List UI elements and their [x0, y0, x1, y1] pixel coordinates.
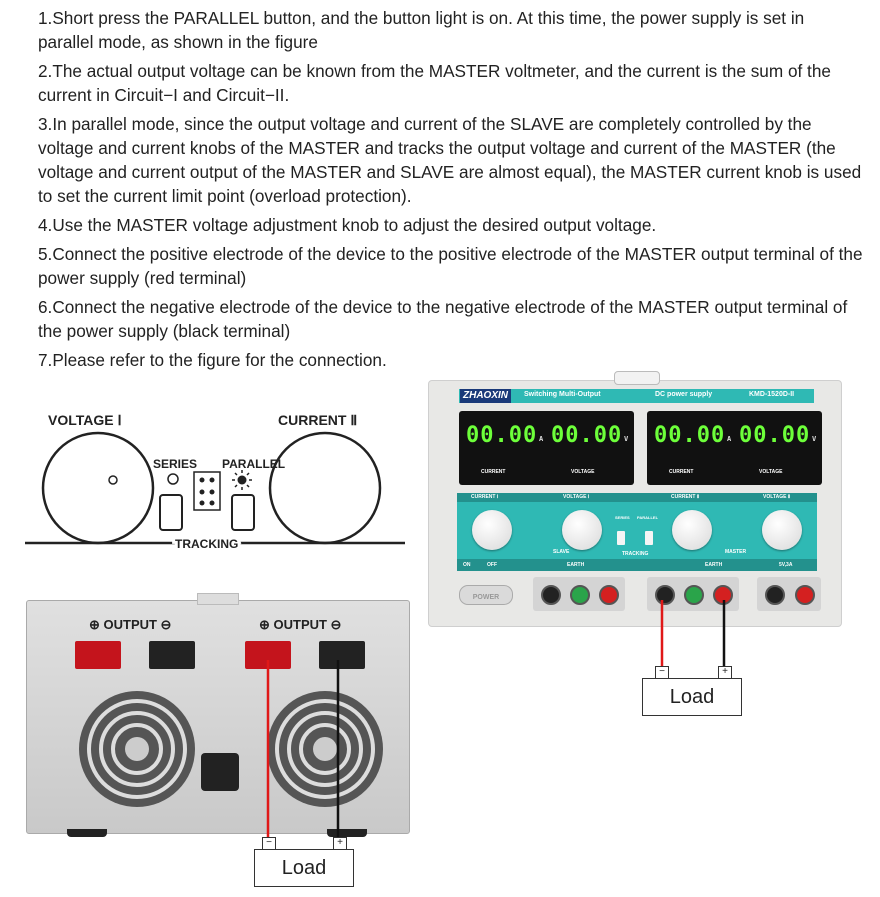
master-current-knob[interactable]: [672, 510, 712, 550]
diagram-current-label: CURRENT Ⅱ: [278, 412, 357, 428]
current-knob-drawing: [268, 431, 382, 545]
diagram-voltage-label: VOLTAGE Ⅰ: [48, 412, 122, 428]
terminal-green-1[interactable]: [570, 585, 590, 605]
unit-a-left: A: [539, 435, 545, 443]
terminal-black-3[interactable]: [765, 585, 785, 605]
terminal-red-1[interactable]: [599, 585, 619, 605]
header-strip: [459, 389, 814, 403]
instruction-7: 7.Please refer to the figure for the con…: [38, 350, 387, 370]
rear-terminal-black-2[interactable]: [319, 641, 365, 669]
fan-right: [267, 691, 383, 807]
control-area: CURRENT Ⅰ VOLTAGE Ⅰ CURRENT Ⅱ VOLTAGE Ⅱ …: [457, 493, 817, 571]
instructions: 1.Short press the PARALLEL button, and t…: [38, 6, 864, 377]
terminal-green-2[interactable]: [684, 585, 704, 605]
fan-left: [79, 691, 195, 807]
instruction-6: 6.Connect the negative electrode of the …: [38, 297, 848, 341]
master-voltage-knob[interactable]: [762, 510, 802, 550]
current-caption-right: CURRENT: [669, 469, 694, 475]
rear-terminal-red-1[interactable]: [75, 641, 121, 669]
instruction-2: 2.The actual output voltage can be known…: [38, 61, 831, 105]
product-name: DC power supply: [655, 391, 713, 398]
series-small-label: SERIES: [615, 515, 630, 520]
slave-label: SLAVE: [553, 549, 570, 555]
model-number: KMD-1520D-II: [749, 391, 795, 398]
rear-terminal-black-1[interactable]: [149, 641, 195, 669]
on-label: ON: [463, 562, 471, 568]
off-label: OFF: [487, 562, 497, 568]
diagram-series-label: SERIES: [153, 457, 197, 471]
brand-logo: ZHAOXIN: [460, 389, 511, 403]
voltage-knob-drawing: [41, 431, 155, 545]
slave-voltage-knob[interactable]: [562, 510, 602, 550]
tracking-indicator-icon: [193, 471, 221, 511]
section-voltage-1: VOLTAGE Ⅰ: [563, 494, 590, 500]
rear-wires: [266, 660, 340, 843]
power-button[interactable]: POWER: [459, 585, 513, 605]
terminal-red-3[interactable]: [795, 585, 815, 605]
power-button-label: POWER: [472, 594, 500, 601]
parallel-button-drawing: [231, 494, 255, 531]
display-left-current: 00.00: [466, 423, 538, 448]
instruction-4: 4.Use the MASTER voltage adjustment knob…: [38, 215, 657, 235]
terminal-black-2[interactable]: [655, 585, 675, 605]
current-caption-left: CURRENT: [481, 469, 506, 475]
load-box-front: Load: [642, 678, 742, 716]
unit-v-left: V: [624, 435, 630, 443]
section-voltage-2: VOLTAGE Ⅱ: [763, 494, 791, 500]
tracking-small-label: TRACKING: [622, 551, 649, 557]
rear-panel: ⊕ OUTPUT ⊖ ⊕ OUTPUT ⊖: [26, 593, 410, 837]
rear-handle: [197, 593, 239, 605]
brand-subtitle: Switching Multi-Output: [524, 391, 601, 398]
parallel-button[interactable]: [645, 531, 653, 545]
earth-label-1: EARTH: [567, 562, 585, 568]
diagram-tracking-label: TRACKING: [175, 537, 238, 551]
master-label: MASTER: [725, 549, 747, 555]
unit-v-right: V: [812, 435, 818, 443]
parallel-light-icon: [232, 470, 252, 490]
series-indicator: [167, 473, 179, 485]
instruction-1: 1.Short press the PARALLEL button, and t…: [38, 8, 805, 52]
terminal-black-1[interactable]: [541, 585, 561, 605]
mode-diagram: VOLTAGE Ⅰ CURRENT Ⅱ SERIES PARALLEL TRAC…: [25, 412, 405, 554]
load-box-rear: Load: [254, 849, 354, 887]
rear-output-label-1: ⊕ OUTPUT ⊖: [89, 617, 172, 632]
instruction-3: 3.In parallel mode, since the output vol…: [38, 114, 862, 206]
rear-output-label-2: ⊕ OUTPUT ⊖: [259, 617, 342, 632]
earth-label-2: EARTH: [705, 562, 723, 568]
voltage-caption-left: VOLTAGE: [571, 469, 595, 475]
front-panel: ZHAOXIN Switching Multi-Output DC power …: [428, 371, 842, 627]
power-inlet-icon: [201, 753, 239, 791]
top-handle: [614, 371, 660, 385]
voltage-caption-right: VOLTAGE: [759, 469, 783, 475]
diagram-parallel-label: PARALLEL: [222, 457, 285, 471]
display-left: 00.00 A 00.00 V CURRENT VOLTAGE: [459, 411, 634, 485]
display-right-voltage: 00.00: [739, 423, 811, 448]
voltage-knob-dot: [108, 475, 118, 485]
display-right-current: 00.00: [654, 423, 726, 448]
fixed-output-label: 5V,3A: [779, 562, 793, 568]
instruction-5: 5.Connect the positive electrode of the …: [38, 244, 863, 288]
label-bar: [457, 559, 817, 571]
rear-foot-right: [327, 829, 367, 837]
display-left-voltage: 00.00: [551, 423, 623, 448]
section-bar: [457, 493, 817, 502]
section-current-2: CURRENT Ⅱ: [671, 494, 700, 500]
rear-foot-left: [67, 829, 107, 837]
display-right: 00.00 A 00.00 V CURRENT VOLTAGE: [647, 411, 822, 485]
series-button[interactable]: [617, 531, 625, 545]
unit-a-right: A: [727, 435, 733, 443]
series-button-drawing: [159, 494, 183, 531]
parallel-small-label: PARALLEL: [637, 515, 659, 520]
slave-current-knob[interactable]: [472, 510, 512, 550]
front-wires: [660, 600, 726, 667]
section-current-1: CURRENT Ⅰ: [471, 494, 499, 500]
